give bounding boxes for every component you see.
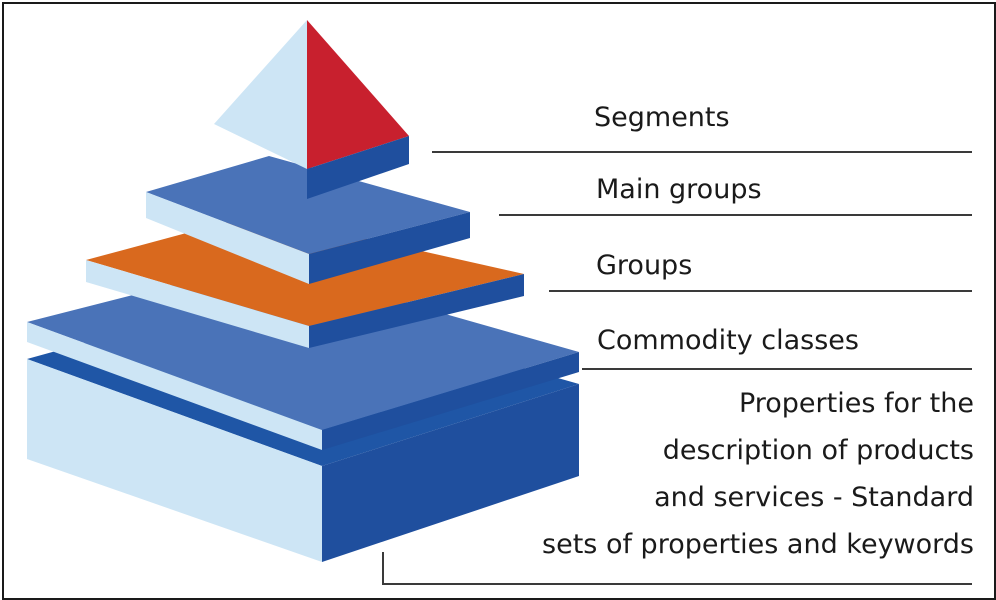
main-groups-right-face (309, 212, 470, 284)
main-groups-left-face (146, 192, 309, 284)
level-label-main-groups: Main groups (596, 174, 762, 205)
pyramid-layer-segments (214, 20, 409, 199)
properties-line-2: description of products (662, 435, 974, 466)
groups-right-face (309, 274, 524, 348)
commodity-classes-left-face (27, 322, 322, 450)
level-rule-properties (382, 583, 972, 585)
level-bracket-properties (382, 552, 384, 585)
level-label-properties: Properties for the description of produc… (542, 380, 974, 568)
level-rule-segments (432, 151, 972, 153)
level-label-commodity-classes: Commodity classes (597, 325, 859, 356)
properties-line-1: Properties for the (738, 388, 974, 419)
level-label-groups: Groups (596, 250, 693, 281)
properties-right-face (322, 384, 579, 562)
apex-light-face (214, 20, 307, 169)
apex-base-face (307, 136, 409, 199)
classification-pyramid (27, 20, 579, 562)
level-rule-groups (549, 290, 972, 292)
apex-red-face (307, 20, 409, 169)
commodity-classes-right-face (322, 352, 579, 450)
properties-line-3: and services - Standard (654, 482, 974, 513)
level-rule-main-groups (499, 214, 972, 216)
groups-left-face (86, 260, 309, 348)
properties-line-4: sets of properties and keywords (542, 529, 974, 560)
properties-left-face (27, 359, 322, 562)
pyramid-layer-main-groups (146, 156, 470, 284)
main-groups-top (146, 156, 470, 254)
level-label-segments: Segments (594, 102, 730, 133)
level-rule-commodity-classes (582, 368, 972, 370)
